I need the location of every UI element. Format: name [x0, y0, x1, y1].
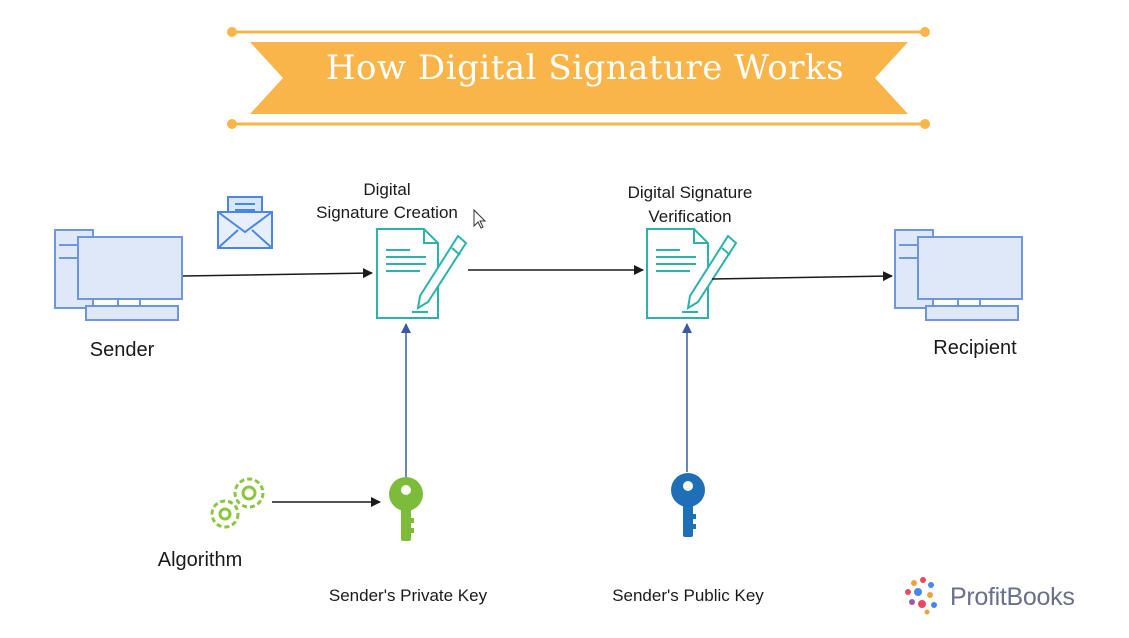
- arrow-sender-to-creation: [182, 268, 373, 279]
- email-envelope-icon: [217, 196, 273, 249]
- mouse-cursor-icon: [473, 208, 487, 229]
- sender-computer-icon: [54, 229, 183, 321]
- algorithm-label: Algorithm: [157, 549, 243, 571]
- verification-label-line2: Verification: [648, 207, 732, 226]
- profitbooks-logo-icon: [905, 577, 937, 615]
- sender-label: Sender: [89, 339, 155, 361]
- private-key-label: Sender's Private Key: [328, 586, 488, 605]
- private-key-icon: [389, 477, 423, 541]
- creation-label-line2: Signature Creation: [316, 203, 458, 222]
- public-key-label: Sender's Public Key: [612, 586, 764, 605]
- recipient-computer-icon: [894, 229, 1023, 321]
- public-key-icon: [671, 473, 705, 537]
- arrow-verification-to-recipient: [711, 271, 893, 282]
- creation-label-line1: Digital: [363, 180, 411, 199]
- algorithm-gears-icon: [210, 477, 265, 529]
- profitbooks-brand-name: ProfitBooks: [950, 583, 1075, 611]
- signature-creation-document-icon: [376, 228, 468, 319]
- recipient-label: Recipient: [933, 337, 1017, 359]
- title-banner: [227, 27, 930, 129]
- banner-title: How Digital Signature Works: [325, 48, 845, 88]
- verification-label-line1: Digital Signature: [627, 183, 753, 202]
- signature-verification-document-icon: [646, 228, 738, 319]
